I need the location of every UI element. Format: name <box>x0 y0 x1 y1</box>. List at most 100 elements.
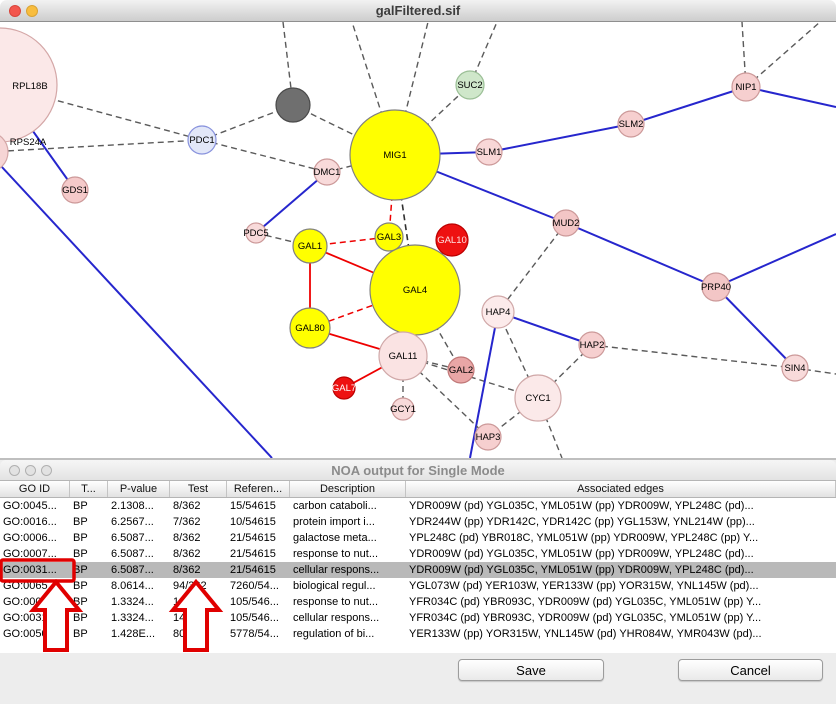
node-MUD2[interactable] <box>552 209 580 237</box>
network-canvas[interactable]: RPL18BRPS24AGDS1PDC1DMC1MIG1SUC2SLM1SLM2… <box>0 22 836 458</box>
node-SIN4[interactable] <box>781 354 809 382</box>
node-RPL18B[interactable] <box>0 27 58 143</box>
edge-NIP1-right_nip1 <box>745 86 836 108</box>
noa-window-titlebar[interactable]: NOA output for Single Mode <box>0 460 836 481</box>
column-header-goid[interactable]: GO ID <box>0 481 70 497</box>
node-GRAY1[interactable] <box>275 87 311 123</box>
zoom-button-icon[interactable] <box>41 465 52 476</box>
minimize-button-icon[interactable] <box>26 5 38 17</box>
cell: BP <box>73 516 88 528</box>
node-label-NIP1: NIP1 <box>735 82 756 93</box>
cell: YDR009W (pd) YGL035C, YML051W (pp) YDR00… <box>409 500 754 512</box>
edge-SLM2-NIP1 <box>630 86 747 125</box>
node-PDC5[interactable] <box>245 222 267 244</box>
node-label-CYC1: CYC1 <box>525 393 550 404</box>
cell: BP <box>73 548 88 560</box>
cell: YDR244W (pp) YDR142C, YDR142C (pp) YGL15… <box>409 516 755 528</box>
node-CYC1[interactable] <box>514 374 562 422</box>
node-SLM2[interactable] <box>617 110 645 138</box>
cell: 94/362 <box>173 580 207 592</box>
node-label-SLM1: SLM1 <box>477 147 502 158</box>
noa-window-title: NOA output for Single Mode <box>331 462 505 478</box>
cell: GO:0065... <box>3 580 57 592</box>
node-label-PRP40: PRP40 <box>701 282 731 293</box>
column-header-description[interactable]: Description <box>290 481 406 497</box>
cell: 105/546... <box>230 596 279 608</box>
node-label-GCY1: GCY1 <box>390 404 416 415</box>
cancel-button[interactable]: Cancel <box>678 659 823 681</box>
cell: 7/362 <box>173 516 201 528</box>
node-MIG1[interactable] <box>349 109 441 201</box>
cell: GO:0007... <box>3 548 57 560</box>
cell: GO:0045... <box>3 500 57 512</box>
node-HAP2[interactable] <box>578 331 606 359</box>
node-GCY1[interactable] <box>391 397 415 421</box>
node-label-GDS1: GDS1 <box>62 185 88 196</box>
node-GAL7[interactable] <box>332 376 356 400</box>
column-header-referen[interactable]: Referen... <box>227 481 290 497</box>
node-HAP3[interactable] <box>474 423 502 451</box>
node-label-GAL7: GAL7 <box>332 383 356 394</box>
save-button[interactable]: Save <box>458 659 604 681</box>
cell: 6.5087... <box>111 564 154 576</box>
cell: 80/362 <box>173 628 207 640</box>
node-GAL3[interactable] <box>374 222 404 252</box>
edge-HAP2-SIN4 <box>591 344 796 369</box>
edge-PDC1-DMC1 <box>201 139 328 173</box>
node-PRP40[interactable] <box>701 272 731 302</box>
node-label-MIG1: MIG1 <box>383 150 406 161</box>
cell: 8/362 <box>173 532 201 544</box>
node-NIP1[interactable] <box>731 72 761 102</box>
column-header-associatededges[interactable]: Associated edges <box>406 481 836 497</box>
node-RPS24A[interactable] <box>0 132 9 172</box>
node-PDC1[interactable] <box>187 125 217 155</box>
node-DMC1[interactable] <box>313 158 341 186</box>
cell: BP <box>73 500 88 512</box>
node-GDS1[interactable] <box>61 176 89 204</box>
node-GAL2[interactable] <box>447 356 475 384</box>
network-window-titlebar[interactable]: galFiltered.sif <box>0 0 836 22</box>
node-label-GAL10: GAL10 <box>437 235 467 246</box>
column-header-test[interactable]: Test <box>170 481 227 497</box>
cell: 8/362 <box>173 564 201 576</box>
cell: biological regul... <box>293 580 376 592</box>
close-button-icon[interactable] <box>9 5 21 17</box>
cell: 6.2567... <box>111 516 154 528</box>
cell: GO:0016... <box>3 516 57 528</box>
close-button-icon[interactable] <box>9 465 20 476</box>
column-header-t[interactable]: T... <box>70 481 108 497</box>
node-GAL1[interactable] <box>292 228 328 264</box>
cell: 7260/54... <box>230 580 279 592</box>
node-SLM1[interactable] <box>475 138 503 166</box>
edge-PRP40-right_prp40 <box>715 233 836 288</box>
node-HAP4[interactable] <box>481 295 515 329</box>
cell: 1.428E... <box>111 628 156 640</box>
cell: BP <box>73 628 88 640</box>
edge-MUD2-PRP40 <box>565 222 717 288</box>
minimize-button-icon[interactable] <box>25 465 36 476</box>
node-SUC2[interactable] <box>455 70 485 100</box>
node-GAL11[interactable] <box>378 331 428 381</box>
node-GAL10[interactable] <box>435 223 469 257</box>
cell: GO:0006... <box>3 532 57 544</box>
cell: BP <box>73 612 88 624</box>
network-window-title: galFiltered.sif <box>375 3 461 18</box>
node-label-GAL4: GAL4 <box>403 285 427 296</box>
edge-NIP1-top_right <box>745 22 821 88</box>
node-GAL80[interactable] <box>289 307 331 349</box>
cell: regulation of bi... <box>293 628 375 640</box>
column-header-pvalue[interactable]: P-value <box>108 481 170 497</box>
edge-MIG1-SUC2 <box>394 84 471 156</box>
